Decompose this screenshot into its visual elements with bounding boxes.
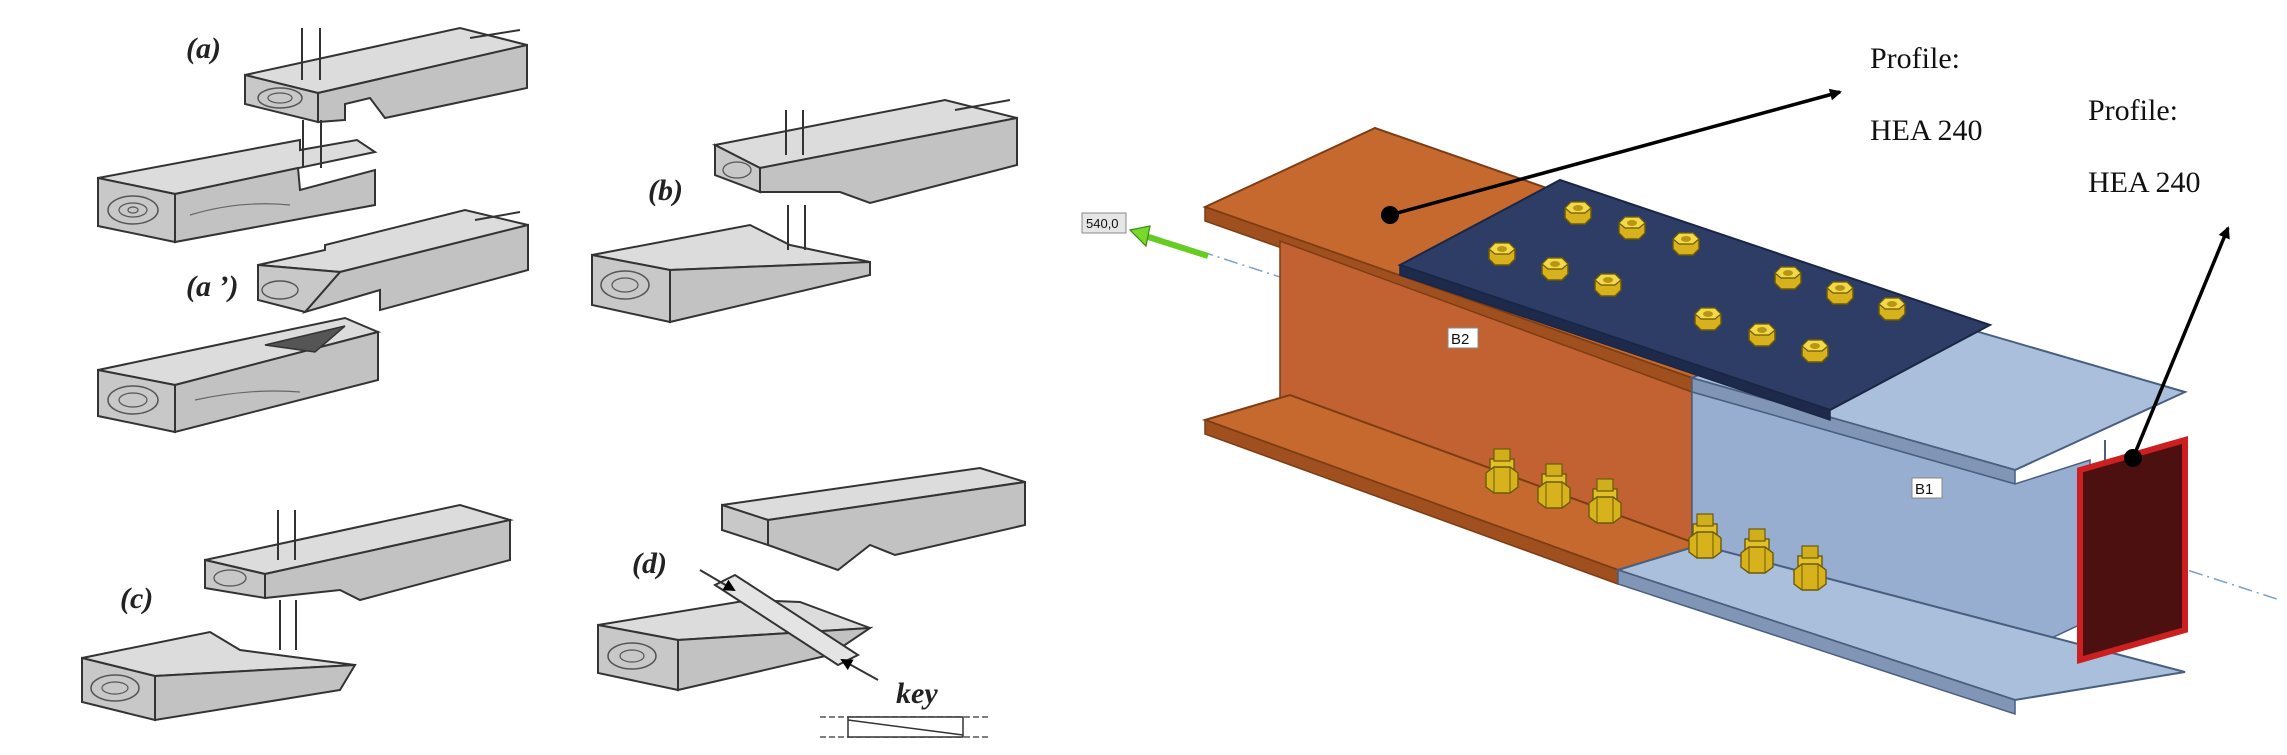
beam-tag-b2: B2 <box>1447 327 1479 349</box>
joint-b-upper-piece <box>711 98 1018 205</box>
svg-text:B1: B1 <box>1915 481 1933 498</box>
joint-c-upper-piece <box>204 503 514 602</box>
profile-label-2: Profile: <box>2088 94 2178 127</box>
steel-splice-figure: 540,0 <box>1081 42 2281 716</box>
callout-arrow-2 <box>2124 226 2230 467</box>
joint-d-upper-piece <box>721 466 1026 572</box>
label-b: (b) <box>648 174 683 207</box>
joint-a-lower-piece <box>97 120 378 244</box>
svg-text:B2: B2 <box>1451 331 1469 348</box>
profile-label-1: Profile: <box>1870 42 1960 75</box>
joint-a-prime-lower-piece <box>97 316 382 434</box>
beam-tag-b1: B1 <box>1911 477 1943 499</box>
profile-value-2: HEA 240 <box>2088 166 2201 199</box>
joint-d-key-element <box>699 569 879 681</box>
joint-a-prime-upper-piece <box>257 208 529 314</box>
label-a: (a) <box>186 32 221 65</box>
dimension-marker: 540,0 <box>1081 212 1209 259</box>
label-a-prime: (a ’) <box>186 270 238 303</box>
label-d: (d) <box>632 547 667 580</box>
joint-c-lower-piece <box>81 600 357 722</box>
label-key: key <box>896 677 938 710</box>
end-plate <box>2077 436 2188 664</box>
timber-joints-figure: (a) (a ’) (b) (c) (d) key <box>81 26 1026 738</box>
callout-arrow-1 <box>1381 88 1842 224</box>
dimension-tag: 540,0 <box>1086 216 1119 231</box>
key-legend <box>820 716 990 738</box>
label-c: (c) <box>120 582 153 615</box>
profile-value-1: HEA 240 <box>1870 114 1983 147</box>
joint-a-upper-piece <box>244 26 528 124</box>
joint-b-lower-piece <box>591 205 871 324</box>
